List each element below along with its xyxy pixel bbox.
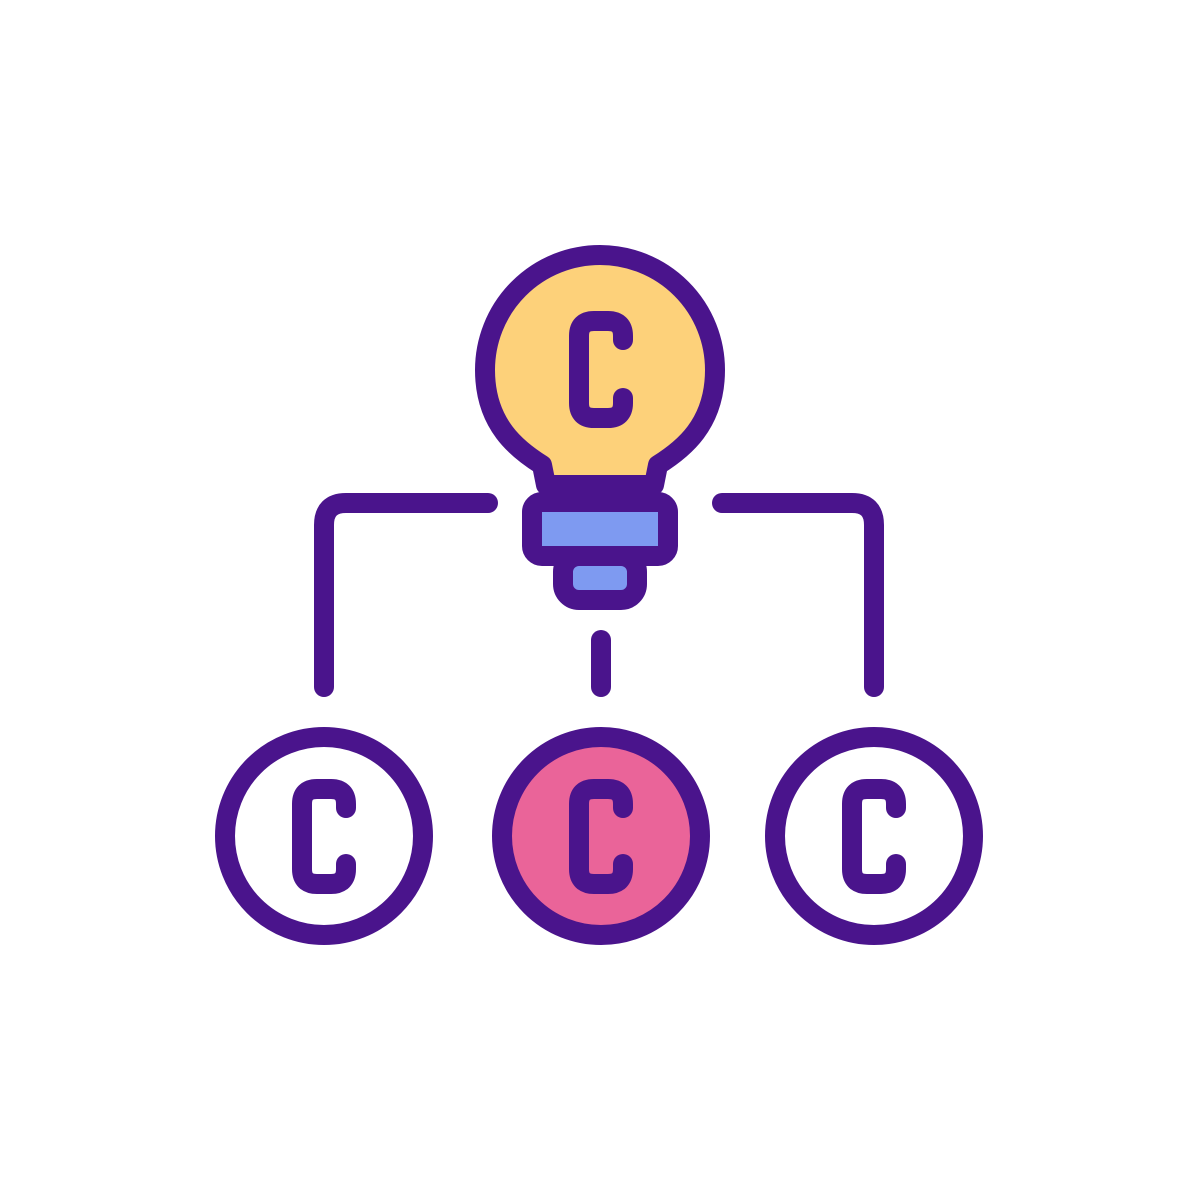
circle-center [492, 727, 710, 945]
bulb-glass [475, 245, 725, 495]
circle-right [765, 727, 983, 945]
copyright-circle-right [765, 727, 983, 945]
copyright-letter-left [292, 779, 356, 894]
copyright-circle-left [215, 727, 433, 945]
copyright-circle-center [492, 727, 710, 945]
connector-left [314, 493, 498, 697]
copyright-letter-right [842, 779, 906, 894]
circle-left [215, 727, 433, 945]
lightbulb-icon [475, 245, 725, 610]
connector-right [712, 493, 884, 697]
bulb-base-collar [522, 492, 678, 566]
copyright-letter-center [569, 779, 633, 894]
bulb-copyright-letter [569, 311, 633, 428]
